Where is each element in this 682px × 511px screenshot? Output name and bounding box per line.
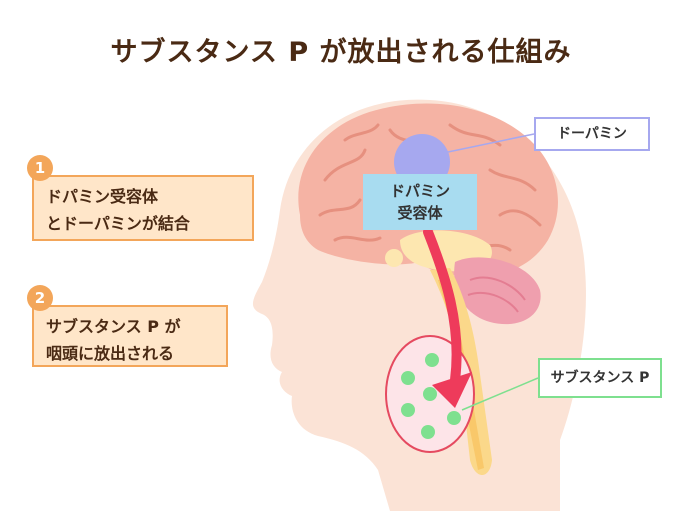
substance-p-granules bbox=[401, 353, 461, 439]
dopamine-leader bbox=[447, 133, 535, 153]
arrow-head bbox=[432, 372, 472, 408]
granule bbox=[447, 411, 461, 425]
step-1-line1: ドパミン受容体 bbox=[46, 187, 159, 206]
receptor-label-line1: ドパミン bbox=[389, 182, 450, 200]
step-2-box: サブスタンス P が 咽頭に放出される bbox=[32, 305, 228, 367]
granule bbox=[425, 353, 439, 367]
substance-p-leader bbox=[461, 377, 539, 411]
page-title: サブスタンス P が放出される仕組み bbox=[110, 37, 572, 68]
step-2-badge: 2 bbox=[27, 285, 53, 311]
release-arrow bbox=[423, 227, 462, 385]
step-2-line1: サブスタンス P が bbox=[46, 317, 181, 336]
step-2-line2: 咽頭に放出される bbox=[46, 344, 175, 363]
receptor-label: ドパミン 受容体 bbox=[363, 174, 477, 230]
dopamine-label: ドーパミン bbox=[534, 117, 650, 151]
cerebellum bbox=[454, 257, 541, 325]
granule bbox=[401, 371, 415, 385]
pituitary bbox=[385, 249, 403, 267]
step-1-box: ドパミン受容体 とドーパミンが結合 bbox=[32, 175, 254, 241]
granule bbox=[421, 425, 435, 439]
step-1-line2: とドーパミンが結合 bbox=[46, 214, 190, 233]
substance-p-label: サブスタンス P bbox=[538, 358, 662, 398]
granule bbox=[423, 387, 437, 401]
receptor-label-line2: 受容体 bbox=[397, 204, 443, 222]
step-1-badge: 1 bbox=[27, 155, 53, 181]
spinal-cord bbox=[438, 280, 484, 470]
granule bbox=[401, 403, 415, 417]
